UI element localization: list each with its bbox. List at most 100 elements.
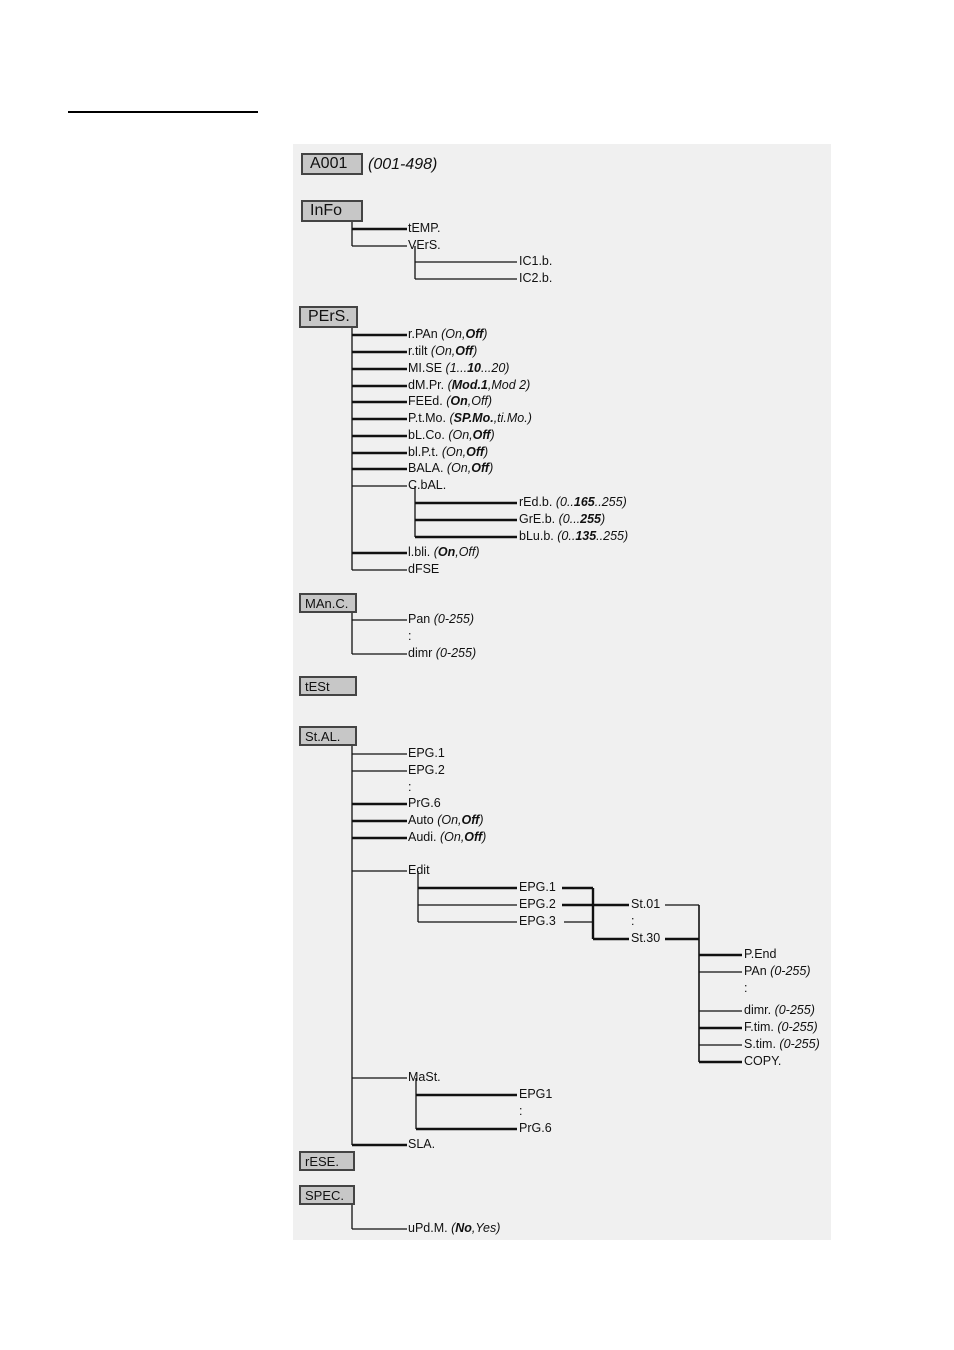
info-item-1-text: VErS. [408, 238, 441, 252]
pers-item-5-text: P.t.Mo. [408, 411, 446, 425]
edit-program-2-text: EPG.3 [519, 914, 556, 928]
master-item-0: EPG1 [519, 1087, 552, 1102]
stal-item-1: EPG.2 [408, 763, 445, 778]
pers-item-6-options: (On,Off) [444, 428, 495, 442]
stal-item-1-text: EPG.2 [408, 763, 445, 777]
info-item-0-text: tEMP. [408, 221, 441, 235]
pers-item-9-text: C.bAL. [408, 478, 447, 492]
manc-item-2: dimr (0-255) [408, 646, 476, 661]
pers-item-1: r.tilt (On,Off) [408, 344, 477, 359]
manc-item-0-options: (0-255) [430, 612, 475, 626]
pers-item-4-options: (On,Off) [442, 394, 493, 408]
menu-spec-box: SPEC. [299, 1185, 355, 1205]
color-balance-item-2: bLu.b. (0..135..255) [519, 529, 628, 544]
step-param-1-text: PAn [744, 964, 767, 978]
step-param-3: dimr. (0-255) [744, 1003, 815, 1018]
stal-item-8: SLA. [408, 1137, 435, 1152]
master-item-2-text: PrG.6 [519, 1121, 552, 1135]
stal-item-4-options: (On,Off) [433, 813, 484, 827]
pers-item-6: bL.Co. (On,Off) [408, 428, 495, 443]
pers-item-2-options: (1...10...20) [442, 361, 510, 375]
pers-item-4-text: FEEd. [408, 394, 443, 408]
master-item-1-text: : [519, 1104, 523, 1118]
menu-info-label: InFo [310, 202, 343, 219]
manc-item-2-options: (0-255) [432, 646, 477, 660]
pers-item-0-options: (On,Off) [437, 327, 488, 341]
step-param-5-options: (0-255) [775, 1037, 820, 1051]
color-balance-item-1-options: (0...255) [555, 512, 606, 526]
version-item-0: IC1.b. [519, 254, 552, 269]
step-param-3-options: (0-255) [771, 1003, 815, 1017]
pers-item-7-text: bl.P.t. [408, 445, 439, 459]
pers-item-8-options: (On,Off) [443, 461, 494, 475]
stal-item-4: Auto (On,Off) [408, 813, 484, 828]
step-param-0-text: P.End [744, 947, 777, 961]
pers-item-6-text: bL.Co. [408, 428, 445, 442]
stal-item-5-text: Audi. [408, 830, 437, 844]
menu-pers-box: PErS. [299, 306, 358, 328]
edit-step-1-text: : [631, 914, 635, 928]
edit-step-2-text: St.30 [631, 931, 661, 945]
info-item-0: tEMP. [408, 221, 440, 236]
stal-item-2-text: : [408, 780, 412, 794]
pers-item-4: FEEd. (On,Off) [408, 394, 492, 409]
step-param-1: PAn (0-255) [744, 964, 811, 979]
step-param-2-text: : [744, 981, 748, 995]
stal-item-6: Edit [408, 863, 430, 878]
stal-item-0-text: EPG.1 [408, 746, 445, 760]
step-param-5: S.tim. (0-255) [744, 1037, 820, 1052]
stal-item-3: PrG.6 [408, 796, 441, 811]
pers-item-0-text: r.PAn [408, 327, 438, 341]
pers-item-8-text: BALA. [408, 461, 444, 475]
edit-program-0: EPG.1 [519, 880, 556, 895]
stal-item-4-text: Auto [408, 813, 434, 827]
manc-item-1: : [408, 629, 411, 644]
pers-item-1-text: r.tilt [408, 344, 428, 358]
edit-step-0: St.01 [631, 897, 660, 912]
heading-underline [68, 111, 258, 113]
pers-item-10: l.bli. (On,Off) [408, 545, 480, 560]
color-balance-item-0: rEd.b. (0..165..255) [519, 495, 627, 510]
menu-stal-label: St.AL. [305, 728, 341, 744]
menu-address-range: (001-498) [368, 156, 438, 173]
stal-item-7: MaSt. [408, 1070, 441, 1085]
step-param-2: : [744, 981, 747, 996]
step-param-5-text: S.tim. [744, 1037, 776, 1051]
menu-spec-label: SPEC. [305, 1187, 345, 1203]
master-item-0-text: EPG1 [519, 1087, 553, 1101]
pers-item-10-options: (On,Off) [430, 545, 480, 559]
color-balance-item-1: GrE.b. (0...255) [519, 512, 605, 527]
pers-item-3: dM.Pr. (Mod.1,Mod 2) [408, 378, 530, 393]
step-param-3-text: dimr. [744, 1003, 772, 1017]
menu-test-label: tESt [305, 678, 330, 694]
pers-item-7: bl.P.t. (On,Off) [408, 445, 488, 460]
menu-address-label: A001 [310, 155, 348, 172]
edit-program-1: EPG.2 [519, 897, 556, 912]
info-item-1: VErS. [408, 238, 441, 253]
edit-step-2: St.30 [631, 931, 660, 946]
menu-pers-label: PErS. [308, 308, 350, 325]
menu-rese-label: rESE. [305, 1153, 339, 1169]
spec-item-0-text: uPd.M. [408, 1221, 448, 1235]
pers-item-2-text: MI.SE [408, 361, 443, 375]
pers-item-10-text: l.bli. [408, 545, 431, 559]
step-param-4-text: F.tim. [744, 1020, 774, 1034]
menu-manc-label: MAn.C. [305, 595, 349, 611]
menu-map-background [293, 144, 831, 1240]
spec-item-0: uPd.M. (No,Yes) [408, 1221, 500, 1236]
stal-item-5-options: (On,Off) [436, 830, 487, 844]
stal-item-6-text: Edit [408, 863, 430, 877]
pers-item-11-text: dFSE [408, 562, 440, 576]
manc-item-0: Pan (0-255) [408, 612, 474, 627]
color-balance-item-1-text: GrE.b. [519, 512, 556, 526]
menu-rese-box: rESE. [299, 1151, 355, 1171]
step-param-6-text: COPY. [744, 1054, 782, 1068]
pers-item-5-options: (SP.Mo.,ti.Mo.) [445, 411, 532, 425]
menu-address-box: A001 [301, 153, 363, 175]
pers-item-11: dFSE [408, 562, 439, 577]
menu-info-box: InFo [301, 200, 363, 222]
stal-item-8-text: SLA. [408, 1137, 436, 1151]
pers-item-5: P.t.Mo. (SP.Mo.,ti.Mo.) [408, 411, 532, 426]
version-item-1: IC2.b. [519, 271, 552, 286]
